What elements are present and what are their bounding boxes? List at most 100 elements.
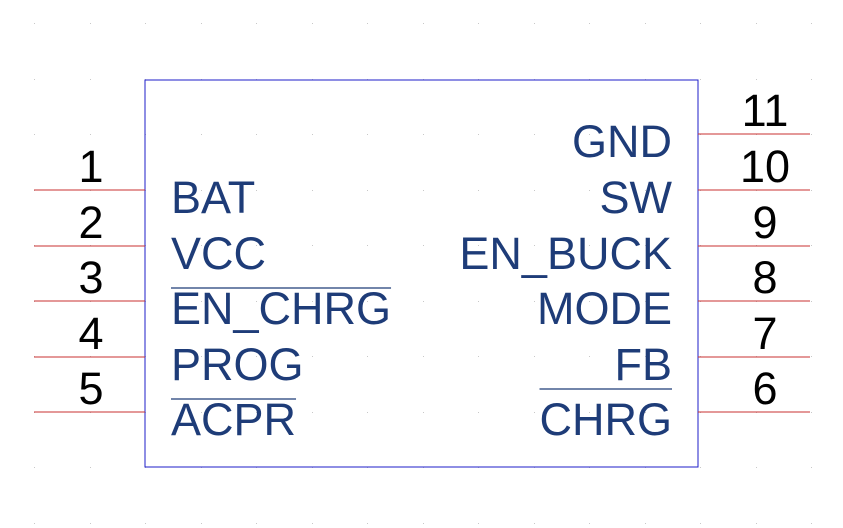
grid-dot bbox=[201, 523, 202, 524]
grid-dot bbox=[534, 523, 535, 524]
grid-dot bbox=[90, 523, 91, 524]
pin-number: 6 bbox=[752, 363, 777, 414]
grid-dot bbox=[645, 523, 646, 524]
grid-dot bbox=[367, 356, 368, 357]
grid-dot bbox=[756, 23, 757, 24]
grid-dot bbox=[534, 412, 535, 413]
grid-dot bbox=[811, 79, 812, 80]
grid-dot bbox=[423, 190, 424, 191]
grid-dot bbox=[423, 412, 424, 413]
grid-dot bbox=[34, 79, 35, 80]
grid-dot bbox=[312, 523, 313, 524]
pin-3: 3EN_CHRG bbox=[34, 252, 392, 334]
grid-dot bbox=[534, 301, 535, 302]
grid-dot bbox=[201, 134, 202, 135]
grid-dot bbox=[534, 23, 535, 24]
grid-dot bbox=[256, 523, 257, 524]
grid-dot bbox=[811, 23, 812, 24]
grid-dot bbox=[367, 523, 368, 524]
grid-dot bbox=[589, 356, 590, 357]
grid-dot bbox=[256, 190, 257, 191]
pin-number: 11 bbox=[742, 85, 789, 136]
grid-dot bbox=[534, 245, 535, 246]
pin-label: PROG bbox=[171, 339, 304, 390]
pin-label: BAT bbox=[171, 172, 255, 223]
grid-dot bbox=[645, 245, 646, 246]
grid-dot bbox=[367, 412, 368, 413]
grid-dot bbox=[201, 190, 202, 191]
grid-dot bbox=[201, 23, 202, 24]
grid-dot bbox=[589, 523, 590, 524]
pin-7: 7FB bbox=[614, 308, 810, 390]
pin-number: 8 bbox=[752, 252, 777, 303]
grid-dot bbox=[700, 23, 701, 24]
grid-dot bbox=[589, 190, 590, 191]
grid-dot bbox=[478, 190, 479, 191]
grid-dot bbox=[367, 245, 368, 246]
grid-dots bbox=[34, 23, 812, 524]
grid-dot bbox=[145, 523, 146, 524]
grid-dot bbox=[478, 356, 479, 357]
grid-dot bbox=[145, 23, 146, 24]
grid-dot bbox=[756, 523, 757, 524]
grid-dot bbox=[700, 79, 701, 80]
grid-dot bbox=[423, 523, 424, 524]
grid-dot bbox=[201, 356, 202, 357]
grid-dot bbox=[201, 412, 202, 413]
grid-dot bbox=[700, 467, 701, 468]
component-body bbox=[144, 79, 699, 468]
grid-dot bbox=[367, 134, 368, 135]
grid-dot bbox=[312, 23, 313, 24]
grid-dot bbox=[589, 23, 590, 24]
grid-dot bbox=[201, 301, 202, 302]
grid-dot bbox=[645, 190, 646, 191]
grid-dot bbox=[423, 245, 424, 246]
grid-dot bbox=[423, 301, 424, 302]
grid-dot bbox=[811, 245, 812, 246]
grid-dot bbox=[367, 23, 368, 24]
pin-number: 7 bbox=[752, 308, 777, 359]
grid-dot bbox=[90, 134, 91, 135]
grid-dot bbox=[256, 134, 257, 135]
grid-dot bbox=[312, 356, 313, 357]
grid-dot bbox=[534, 356, 535, 357]
pin-number: 1 bbox=[78, 141, 103, 192]
grid-dot bbox=[478, 245, 479, 246]
grid-dot bbox=[367, 301, 368, 302]
grid-dot bbox=[478, 23, 479, 24]
grid-dot bbox=[645, 134, 646, 135]
grid-dot bbox=[90, 23, 91, 24]
grid-dot bbox=[423, 134, 424, 135]
grid-dot bbox=[645, 23, 646, 24]
grid-dot bbox=[534, 190, 535, 191]
grid-dot bbox=[256, 412, 257, 413]
grid-dot bbox=[312, 245, 313, 246]
pin-label: EN_CHRG bbox=[171, 283, 391, 334]
grid-dot bbox=[312, 134, 313, 135]
pin-number: 2 bbox=[78, 197, 103, 248]
pin-label: FB bbox=[614, 339, 672, 390]
pin-number: 4 bbox=[78, 308, 103, 359]
grid-dot bbox=[811, 523, 812, 524]
grid-dot bbox=[312, 412, 313, 413]
grid-dot bbox=[811, 190, 812, 191]
grid-dot bbox=[589, 134, 590, 135]
grid-dot bbox=[811, 134, 812, 135]
grid-dot bbox=[645, 356, 646, 357]
grid-dot bbox=[256, 301, 257, 302]
grid-dot bbox=[256, 23, 257, 24]
grid-dot bbox=[423, 356, 424, 357]
grid-dot bbox=[811, 356, 812, 357]
grid-dot bbox=[34, 134, 35, 135]
grid-dot bbox=[478, 412, 479, 413]
grid-dot bbox=[811, 467, 812, 468]
grid-dot bbox=[589, 412, 590, 413]
